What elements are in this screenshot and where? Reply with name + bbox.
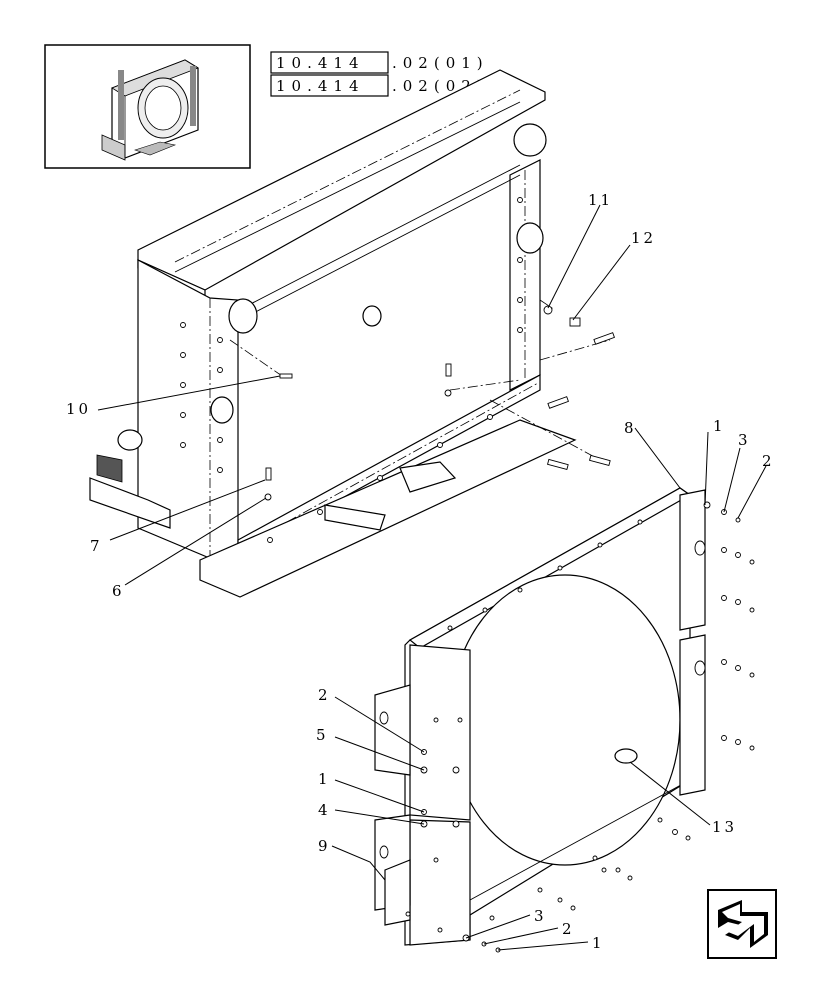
callout-13: 13 [712, 818, 737, 836]
reference-suffix-1: .02(01) [392, 54, 489, 72]
return-arrow-icon[interactable] [707, 889, 777, 959]
reference-box-2[interactable]: 10.414 .02(02) [270, 74, 489, 97]
callout-2-top: 2 [762, 452, 775, 470]
callout-5: 5 [316, 726, 329, 744]
shroud-rivets [447, 519, 663, 921]
callout-3-top: 3 [738, 431, 751, 449]
callout-10: 10 [66, 400, 91, 418]
reference-box-1[interactable]: 10.414 .02(01) [270, 51, 489, 74]
callout-2-bottom: 2 [562, 920, 575, 938]
callout-labels: 1 3 2 8 10 11 12 7 6 2 5 1 4 9 13 3 2 1 [66, 191, 775, 952]
callout-3-bottom: 3 [534, 907, 547, 925]
callout-12: 12 [631, 229, 656, 247]
callout-11: 11 [588, 191, 613, 209]
radiator-frame [89, 69, 615, 598]
reference-section-1: 10.414 [276, 54, 365, 72]
callout-1-mid: 1 [318, 770, 331, 788]
leader-lines [97, 204, 767, 951]
reference-section-2: 10.414 [276, 77, 365, 95]
fan-shroud [374, 487, 755, 953]
callout-4: 4 [318, 801, 331, 819]
callout-1-bottom: 1 [592, 934, 605, 952]
thumbnail-inset[interactable] [44, 44, 251, 169]
callout-6: 6 [112, 582, 125, 600]
radiator-assembly-thumbnail-icon [101, 59, 199, 161]
callout-9: 9 [318, 837, 331, 855]
callout-8: 8 [624, 419, 637, 437]
callout-1-top: 1 [713, 417, 726, 435]
callout-2-mid: 2 [318, 686, 331, 704]
callout-7: 7 [90, 537, 103, 555]
frame-fasteners [180, 197, 523, 543]
